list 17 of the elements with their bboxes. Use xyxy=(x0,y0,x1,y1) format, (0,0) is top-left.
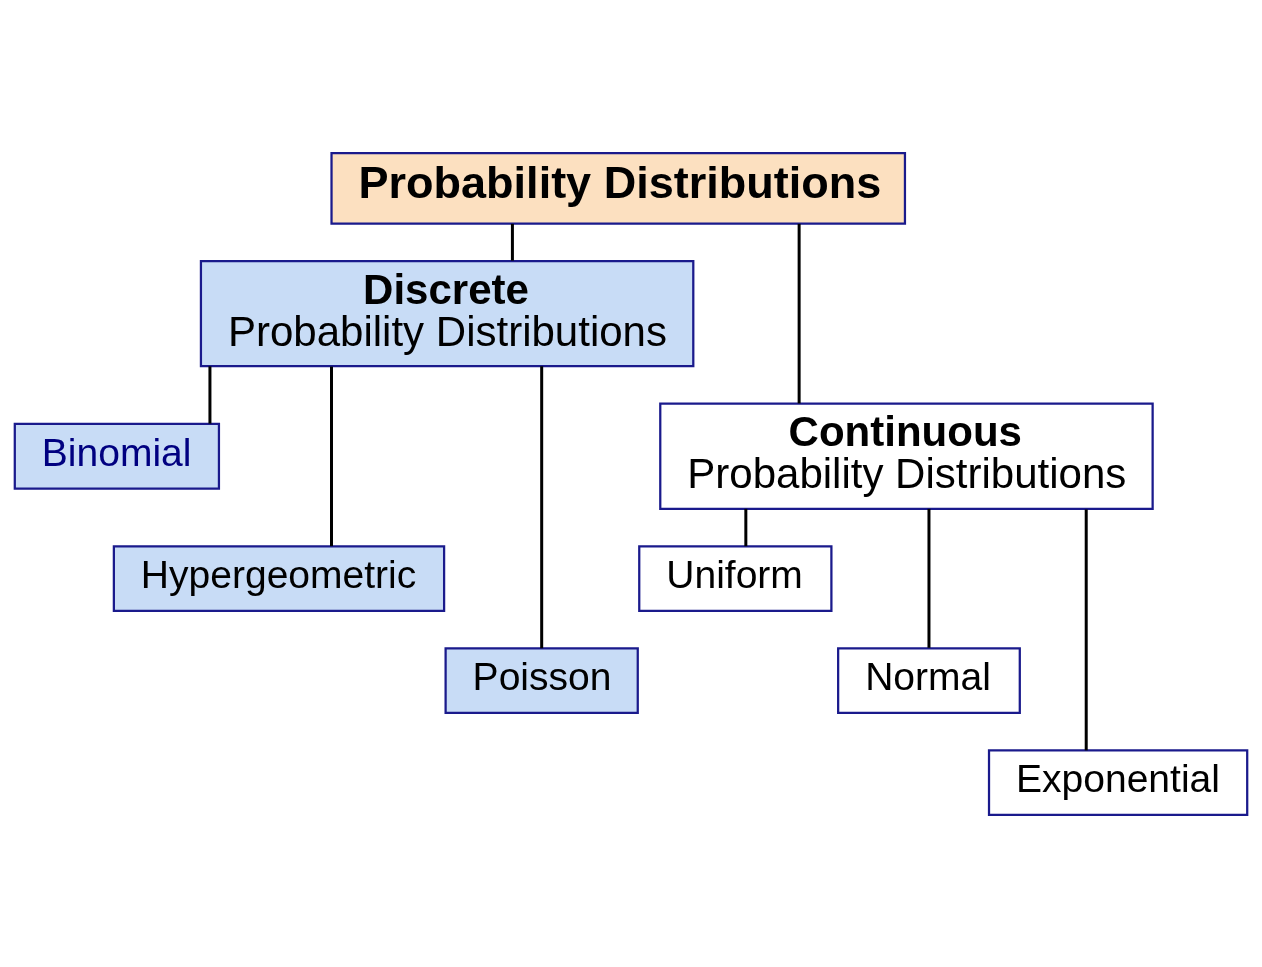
connector xyxy=(208,365,212,424)
node-box: Hypergeometric xyxy=(112,544,446,612)
connector xyxy=(1084,508,1088,750)
connector xyxy=(797,223,801,403)
node-box: Poisson xyxy=(444,646,639,714)
node-box: Exponential xyxy=(987,748,1249,816)
node-box: Normal xyxy=(837,646,1021,714)
connector xyxy=(510,223,514,261)
node-box: Continuous Probability Distributions xyxy=(659,402,1154,510)
connector xyxy=(927,508,931,648)
node-box: Discrete Probability Distributions xyxy=(199,259,695,367)
node-box: Probability Distributions xyxy=(330,151,907,225)
connector xyxy=(744,508,748,546)
connector xyxy=(330,366,334,546)
connector xyxy=(540,365,544,648)
node-box: Uniform xyxy=(638,544,833,612)
node-box: Binomial xyxy=(13,422,221,490)
